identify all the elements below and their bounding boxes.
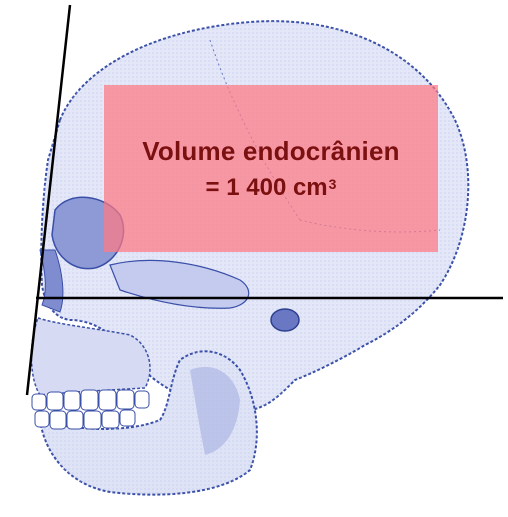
volume-label-title: Volume endocrânien: [142, 134, 399, 168]
ear-opening: [271, 309, 299, 331]
volume-value-text: = 1 400 cm: [206, 174, 328, 201]
volume-label-box: Volume endocrânien = 1 400 cm3: [104, 85, 438, 252]
volume-label-value: = 1 400 cm3: [206, 168, 337, 204]
teeth: [32, 390, 149, 429]
volume-unit-exponent: 3: [329, 176, 337, 192]
